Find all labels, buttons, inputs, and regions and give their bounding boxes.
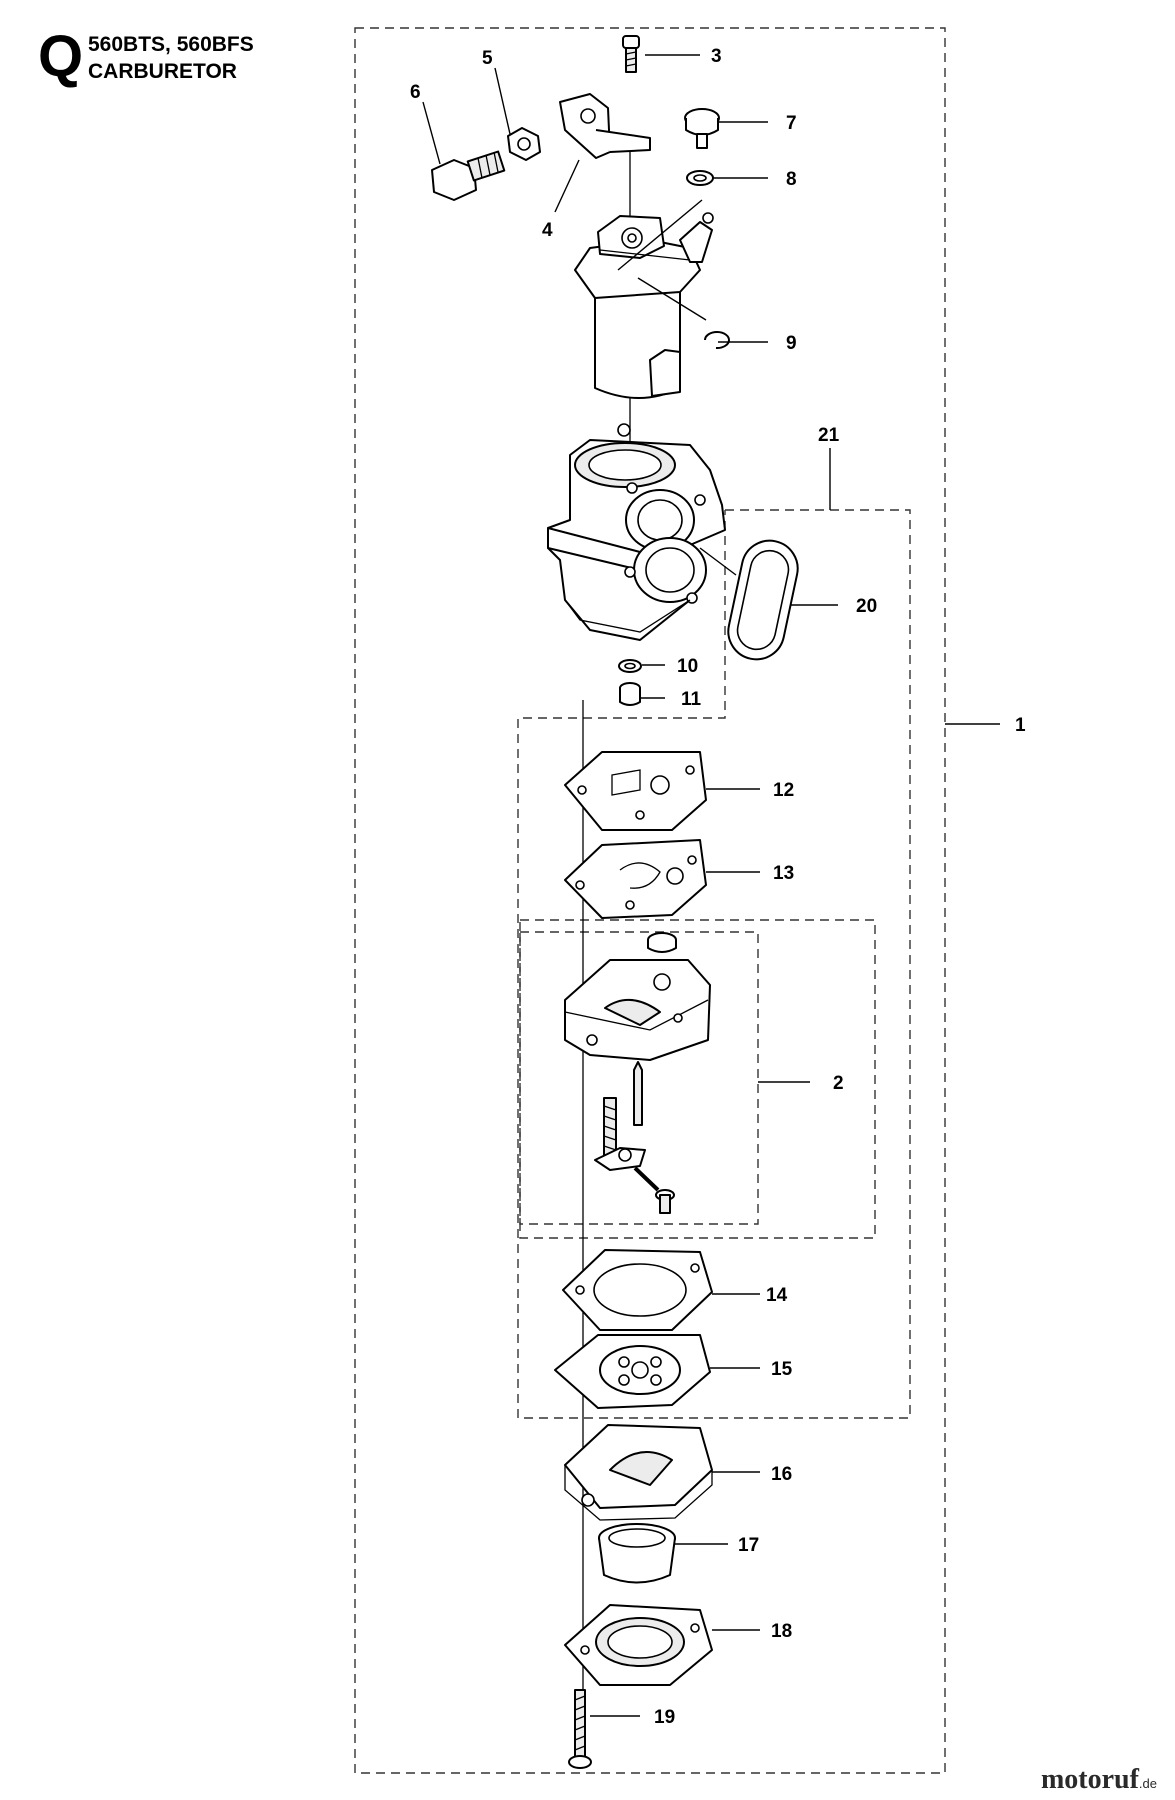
part-19-screw — [568, 1689, 592, 1769]
callout-9: 9 — [786, 333, 797, 354]
callout-15: 15 — [771, 1359, 793, 1380]
part-14-gasket — [562, 1249, 713, 1331]
callout-7: 7 — [786, 113, 797, 134]
part-16-cover — [564, 1424, 713, 1521]
part-11-plug — [619, 682, 641, 706]
callout-17: 17 — [738, 1535, 759, 1556]
callout-1: 1 — [1015, 715, 1026, 736]
frame-kit-2-outer — [519, 919, 876, 1239]
callout-16: 16 — [771, 1464, 792, 1485]
diagram-title: CARBURETOR — [88, 60, 237, 83]
callout-12: 12 — [773, 780, 794, 801]
watermark-brand: motoruf — [1040, 1764, 1139, 1795]
part-3-screw — [622, 35, 640, 73]
section-letter: Q — [38, 24, 84, 89]
frame-kit-2-inner — [519, 931, 759, 1225]
part-5-nut — [507, 127, 541, 161]
part-18-retainer — [564, 1604, 713, 1686]
callout-5: 5 — [482, 48, 493, 69]
part-15-diaphragm — [554, 1334, 711, 1409]
part-8-washer — [686, 170, 714, 186]
carburetor-body — [547, 423, 726, 641]
callout-8: 8 — [786, 169, 797, 190]
callout-20: 20 — [856, 596, 877, 617]
frame-kit-21 — [517, 509, 911, 1419]
callout-3: 3 — [711, 46, 722, 67]
part-9-clip — [704, 331, 730, 350]
part-20-gasket — [727, 539, 799, 661]
part-6-adjust-screw — [431, 150, 506, 201]
callout-14: 14 — [766, 1285, 788, 1306]
frame-assembly-1 — [354, 27, 946, 1774]
callout-13: 13 — [773, 863, 794, 884]
callout-2: 2 — [833, 1073, 844, 1094]
needle-valve-parts — [594, 1061, 675, 1214]
part-12-gasket — [564, 751, 707, 831]
callout-19: 19 — [654, 1707, 675, 1728]
leader-lines — [422, 54, 1000, 1717]
callout-11: 11 — [681, 689, 702, 710]
part-4-bracket — [559, 93, 651, 159]
metering-block — [564, 932, 711, 1061]
callout-6: 6 — [410, 82, 421, 103]
throttle-barrel — [574, 212, 714, 399]
part-13-gasket — [564, 839, 707, 919]
callout-21: 21 — [818, 425, 840, 446]
part-17-primer — [598, 1523, 676, 1584]
callout-labels: 1 2 3 4 5 6 7 8 9 10 11 12 13 14 15 16 1… — [410, 46, 1026, 1728]
watermark-logo: motoruf.de — [1041, 1764, 1157, 1796]
part-10-oring — [618, 659, 642, 673]
model-names: 560BTS, 560BFS — [88, 33, 254, 56]
callout-10: 10 — [677, 656, 698, 677]
callout-4: 4 — [542, 220, 553, 241]
part-7-knob — [684, 108, 720, 149]
callout-18: 18 — [771, 1621, 792, 1642]
watermark-suffix: .de — [1138, 1776, 1157, 1791]
